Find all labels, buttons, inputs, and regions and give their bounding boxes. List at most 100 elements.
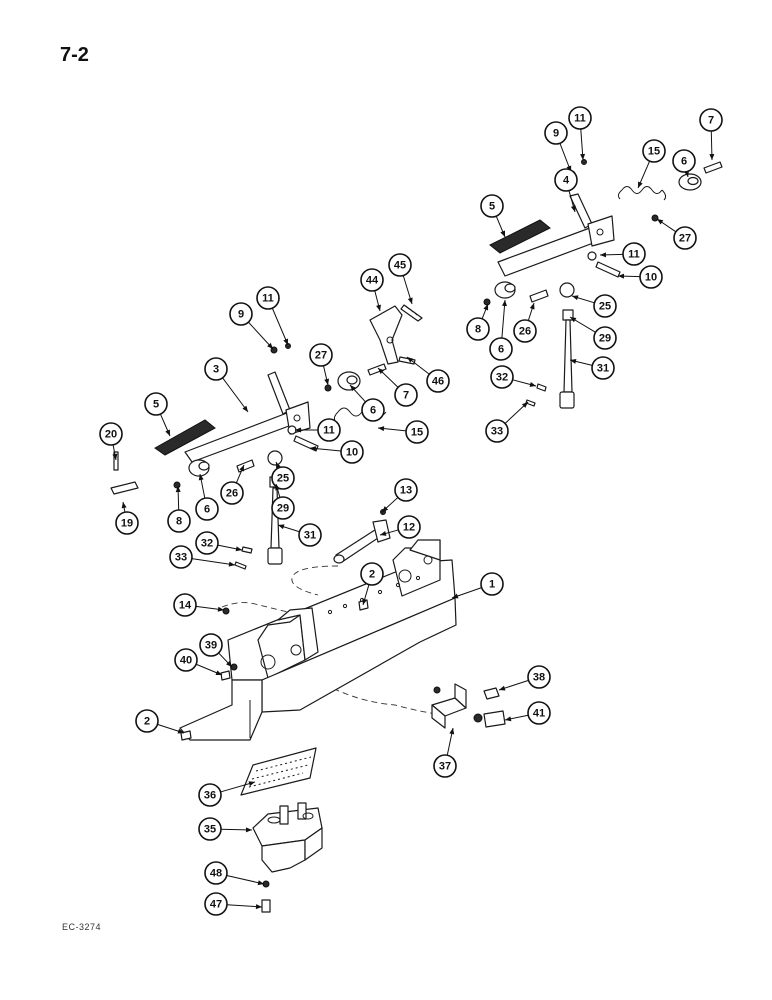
- callout-circle: [144, 392, 168, 416]
- callout-label: 5: [153, 399, 159, 411]
- callout-arrowhead: [570, 358, 577, 364]
- callout-label: 26: [226, 488, 238, 500]
- callout-26: 26: [513, 302, 537, 343]
- callout-label: 25: [277, 473, 289, 485]
- callout-label: 29: [599, 333, 611, 345]
- callout-circle: [480, 194, 504, 218]
- callout-label: 11: [628, 249, 640, 261]
- callout-arrowhead: [378, 426, 385, 432]
- callout-arrowhead: [529, 303, 535, 310]
- callout-32: 32: [195, 531, 243, 555]
- callout-11: 11: [599, 242, 646, 266]
- callout-arrowhead: [239, 465, 244, 472]
- callout-arrowhead: [257, 880, 264, 886]
- callout-circle: [99, 422, 123, 446]
- callout-15: 15: [377, 420, 429, 444]
- callout-arrowhead: [177, 728, 184, 734]
- callout-circle: [174, 648, 198, 672]
- callout-circle: [622, 242, 646, 266]
- callout-2: 2: [360, 562, 384, 606]
- callout-circle: [699, 108, 723, 132]
- callout-label: 6: [681, 156, 687, 168]
- callout-circle: [485, 419, 509, 443]
- callout-circle: [199, 633, 223, 657]
- callout-circle: [256, 286, 280, 310]
- callout-label: 47: [210, 899, 222, 911]
- callout-arrowhead: [378, 368, 385, 374]
- callout-label: 32: [201, 538, 213, 550]
- callout-circle: [672, 149, 696, 173]
- callout-19: 19: [115, 501, 139, 535]
- callout-label: 46: [432, 376, 444, 388]
- callout-label: 6: [204, 504, 210, 516]
- callout-label: 36: [204, 790, 216, 802]
- callout-9: 9: [229, 302, 274, 350]
- callout-3: 3: [204, 357, 249, 413]
- callout-13: 13: [381, 478, 418, 513]
- callout-circle: [544, 121, 568, 145]
- callout-circle: [593, 326, 617, 350]
- callout-arrowhead: [657, 219, 664, 225]
- callout-label: 33: [491, 426, 503, 438]
- callout-2: 2: [135, 709, 185, 734]
- callout-arrowhead: [521, 402, 528, 408]
- drawing-code: EC-3274: [62, 922, 102, 932]
- callout-arrowhead: [362, 598, 368, 605]
- callout-label: 45: [394, 260, 406, 272]
- callout-arrowhead: [228, 561, 235, 567]
- callout-circle: [527, 701, 551, 725]
- callout-arrowhead: [570, 205, 576, 212]
- callout-label: 15: [648, 146, 660, 158]
- right-pedal-assembly: [483, 159, 723, 409]
- callout-circle: [204, 892, 228, 916]
- centre-linkage-assembly: [333, 304, 423, 423]
- callout-36: 36: [198, 781, 256, 807]
- callout-label: 26: [519, 326, 531, 338]
- callout-arrowhead: [580, 153, 586, 160]
- callout-40: 40: [174, 648, 223, 676]
- main-frame-part: [179, 539, 457, 741]
- callout-7: 7: [377, 367, 418, 407]
- callout-arrowhead: [242, 405, 248, 412]
- callout-circle: [169, 545, 193, 569]
- callout-arrowhead: [483, 304, 489, 311]
- callout-arrowhead: [165, 429, 170, 436]
- callout-label: 13: [400, 485, 412, 497]
- callout-arrowhead: [175, 486, 181, 493]
- callout-arrowhead: [275, 484, 281, 491]
- callout-label: 10: [645, 272, 657, 284]
- callout-label: 11: [574, 113, 586, 125]
- callout-circle: [198, 817, 222, 841]
- callout-circle: [673, 226, 697, 250]
- callout-circle: [642, 139, 666, 163]
- callout-37: 37: [433, 727, 457, 778]
- callout-label: 32: [496, 372, 508, 384]
- callout-label: 35: [204, 824, 216, 836]
- callout-arrowhead: [380, 530, 387, 536]
- callout-circle: [394, 478, 418, 502]
- callout-arrowhead: [283, 338, 288, 345]
- callout-arrowhead: [324, 378, 330, 385]
- callout-8: 8: [466, 303, 490, 341]
- callout-label: 31: [597, 363, 609, 375]
- callout-41: 41: [504, 701, 551, 725]
- callout-circle: [593, 294, 617, 318]
- callout-label: 8: [475, 324, 481, 336]
- callout-label: 4: [563, 175, 570, 187]
- callout-circle: [229, 302, 253, 326]
- callout-45: 45: [388, 253, 413, 305]
- callout-circle: [554, 168, 578, 192]
- bracket-part: [431, 683, 506, 729]
- callout-arrowhead: [505, 716, 512, 722]
- callout-6: 6: [489, 299, 513, 361]
- callout-47: 47: [204, 892, 263, 916]
- callout-circle: [426, 369, 450, 393]
- callout-circle: [394, 383, 418, 407]
- callout-arrowhead: [255, 904, 262, 910]
- callout-46: 46: [406, 356, 450, 393]
- callout-arrowhead: [499, 685, 506, 691]
- callout-38: 38: [498, 665, 551, 691]
- callout-label: 5: [489, 201, 495, 213]
- callout-circle: [489, 337, 513, 361]
